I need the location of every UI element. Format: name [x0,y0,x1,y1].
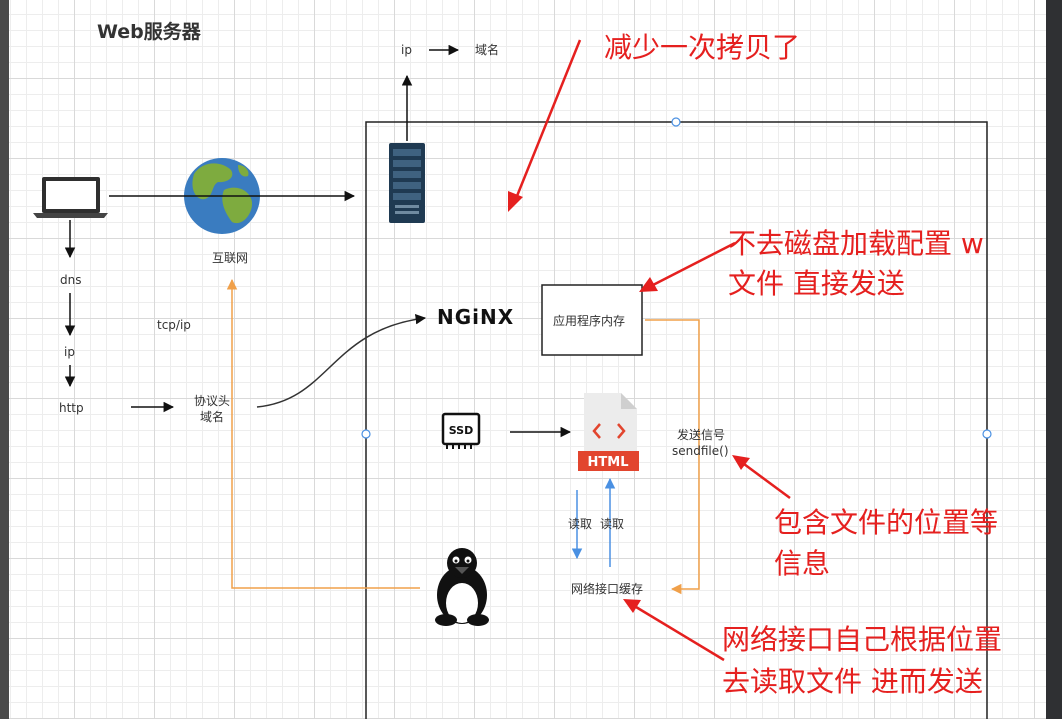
nic-buffer-label: 网络接口缓存 [571,582,644,596]
app-memory-box[interactable] [541,284,643,356]
html-file-icon [578,393,639,471]
http-label: http [59,401,84,415]
server-rack-icon [389,143,425,223]
annotation-file-pos-line2: 信息 [774,547,831,580]
annotation-copy-reduced: 减少一次拷贝了 [604,31,801,64]
tcp-ip-label: tcp/ip [157,318,191,332]
orange-path-linux-to-internet [226,278,420,589]
internet-label: 互联网 [212,251,249,265]
annotation-file-pos-line1: 包含文件的位置等 [774,506,999,539]
read-up-label: 读取 [600,517,625,531]
selection-handle-right[interactable] [982,429,992,439]
sendfile-label: sendfile() [672,444,729,458]
send-signal-label: 发送信号 [677,428,726,442]
canvas-scrollbar[interactable] [1046,0,1062,719]
laptop-icon [33,177,108,218]
dns-label: dns [60,273,82,287]
arrow-protocol-to-nginx [256,313,427,408]
protocol-domain-label: 域名 [200,410,225,424]
protocol-header-label: 协议头 [194,394,231,408]
red-annotation-arrows [508,39,791,662]
annotation-no-disk-line2: 文件 直接发送 [728,267,905,300]
app-memory-label: 应用程序内存 [553,314,626,328]
annotation-nic-read-line2: 去读取文件 进而发送 [722,665,983,698]
ssd-icon [441,412,481,449]
orange-path-memory-to-nic [645,319,700,595]
selection-handle-top[interactable] [671,117,681,127]
selection-handle-left[interactable] [361,429,371,439]
nginx-logo: NGiNX [437,305,515,329]
ip-left-label: ip [64,345,75,359]
read-down-label: 读取 [568,517,593,531]
linux-penguin-icon [435,548,489,626]
ip-top-label: ip [401,43,412,57]
annotation-nic-read-line1: 网络接口自己根据位置 [722,623,1003,656]
diagram-title: Web服务器 [97,21,201,43]
annotation-no-disk-line1: 不去磁盘加载配置 w [728,227,984,260]
domain-top-label: 域名 [475,43,500,57]
html-icon-label: HTML [588,455,629,470]
ssd-label: SSD [449,424,473,437]
canvas-left-edge [0,0,9,719]
